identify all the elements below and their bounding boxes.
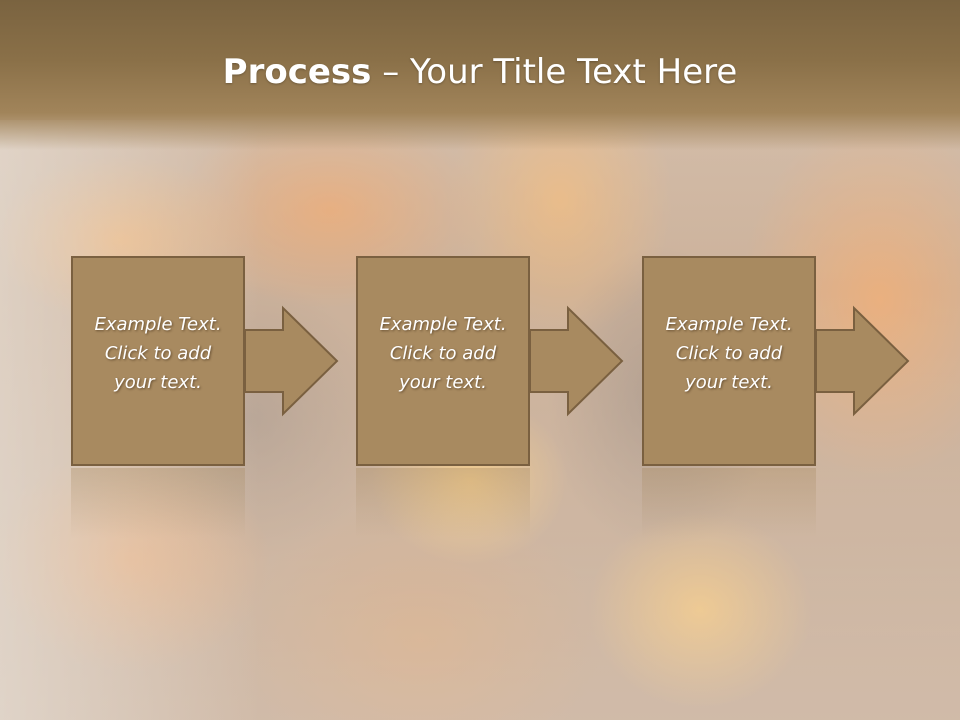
process-arrow-shape (71, 256, 339, 538)
process-step-1[interactable]: Example Text. Click to add your text. (71, 256, 413, 556)
title-rest: Your Title Text Here (410, 52, 738, 92)
box-reflection (71, 468, 245, 538)
step-text[interactable]: Example Text. Click to add your text. (71, 310, 245, 397)
process-arrow-shape (642, 256, 910, 538)
arrow-right-shape (244, 305, 339, 417)
arrow-right-shape (815, 305, 910, 417)
step-text-line: Example Text. (94, 314, 222, 335)
arrow-right-shape (529, 305, 624, 417)
text-box (71, 256, 245, 466)
slide-title[interactable]: Process – Your Title Text Here (0, 52, 960, 92)
box-reflection (356, 468, 530, 538)
box-reflection (642, 468, 816, 538)
step-text[interactable]: Example Text. Click to add your text. (642, 310, 816, 397)
step-text-line: your text. (399, 372, 487, 393)
text-box (356, 256, 530, 466)
step-text-line: your text. (114, 372, 202, 393)
step-text-line: your text. (685, 372, 773, 393)
process-step-3[interactable]: Example Text. Click to add your text. (642, 256, 942, 556)
step-text-line: Example Text. (379, 314, 507, 335)
step-text-line: Click to add (675, 343, 783, 364)
step-text-line: Click to add (389, 343, 497, 364)
title-band (0, 0, 960, 150)
step-text-line: Example Text. (665, 314, 793, 335)
title-separator: – (371, 52, 411, 92)
process-step-2[interactable]: Example Text. Click to add your text. (356, 256, 698, 556)
process-arrow-shape (356, 256, 624, 538)
step-text[interactable]: Example Text. Click to add your text. (356, 310, 530, 397)
text-box (642, 256, 816, 466)
title-bold: Process (222, 52, 372, 92)
step-text-line: Click to add (104, 343, 212, 364)
